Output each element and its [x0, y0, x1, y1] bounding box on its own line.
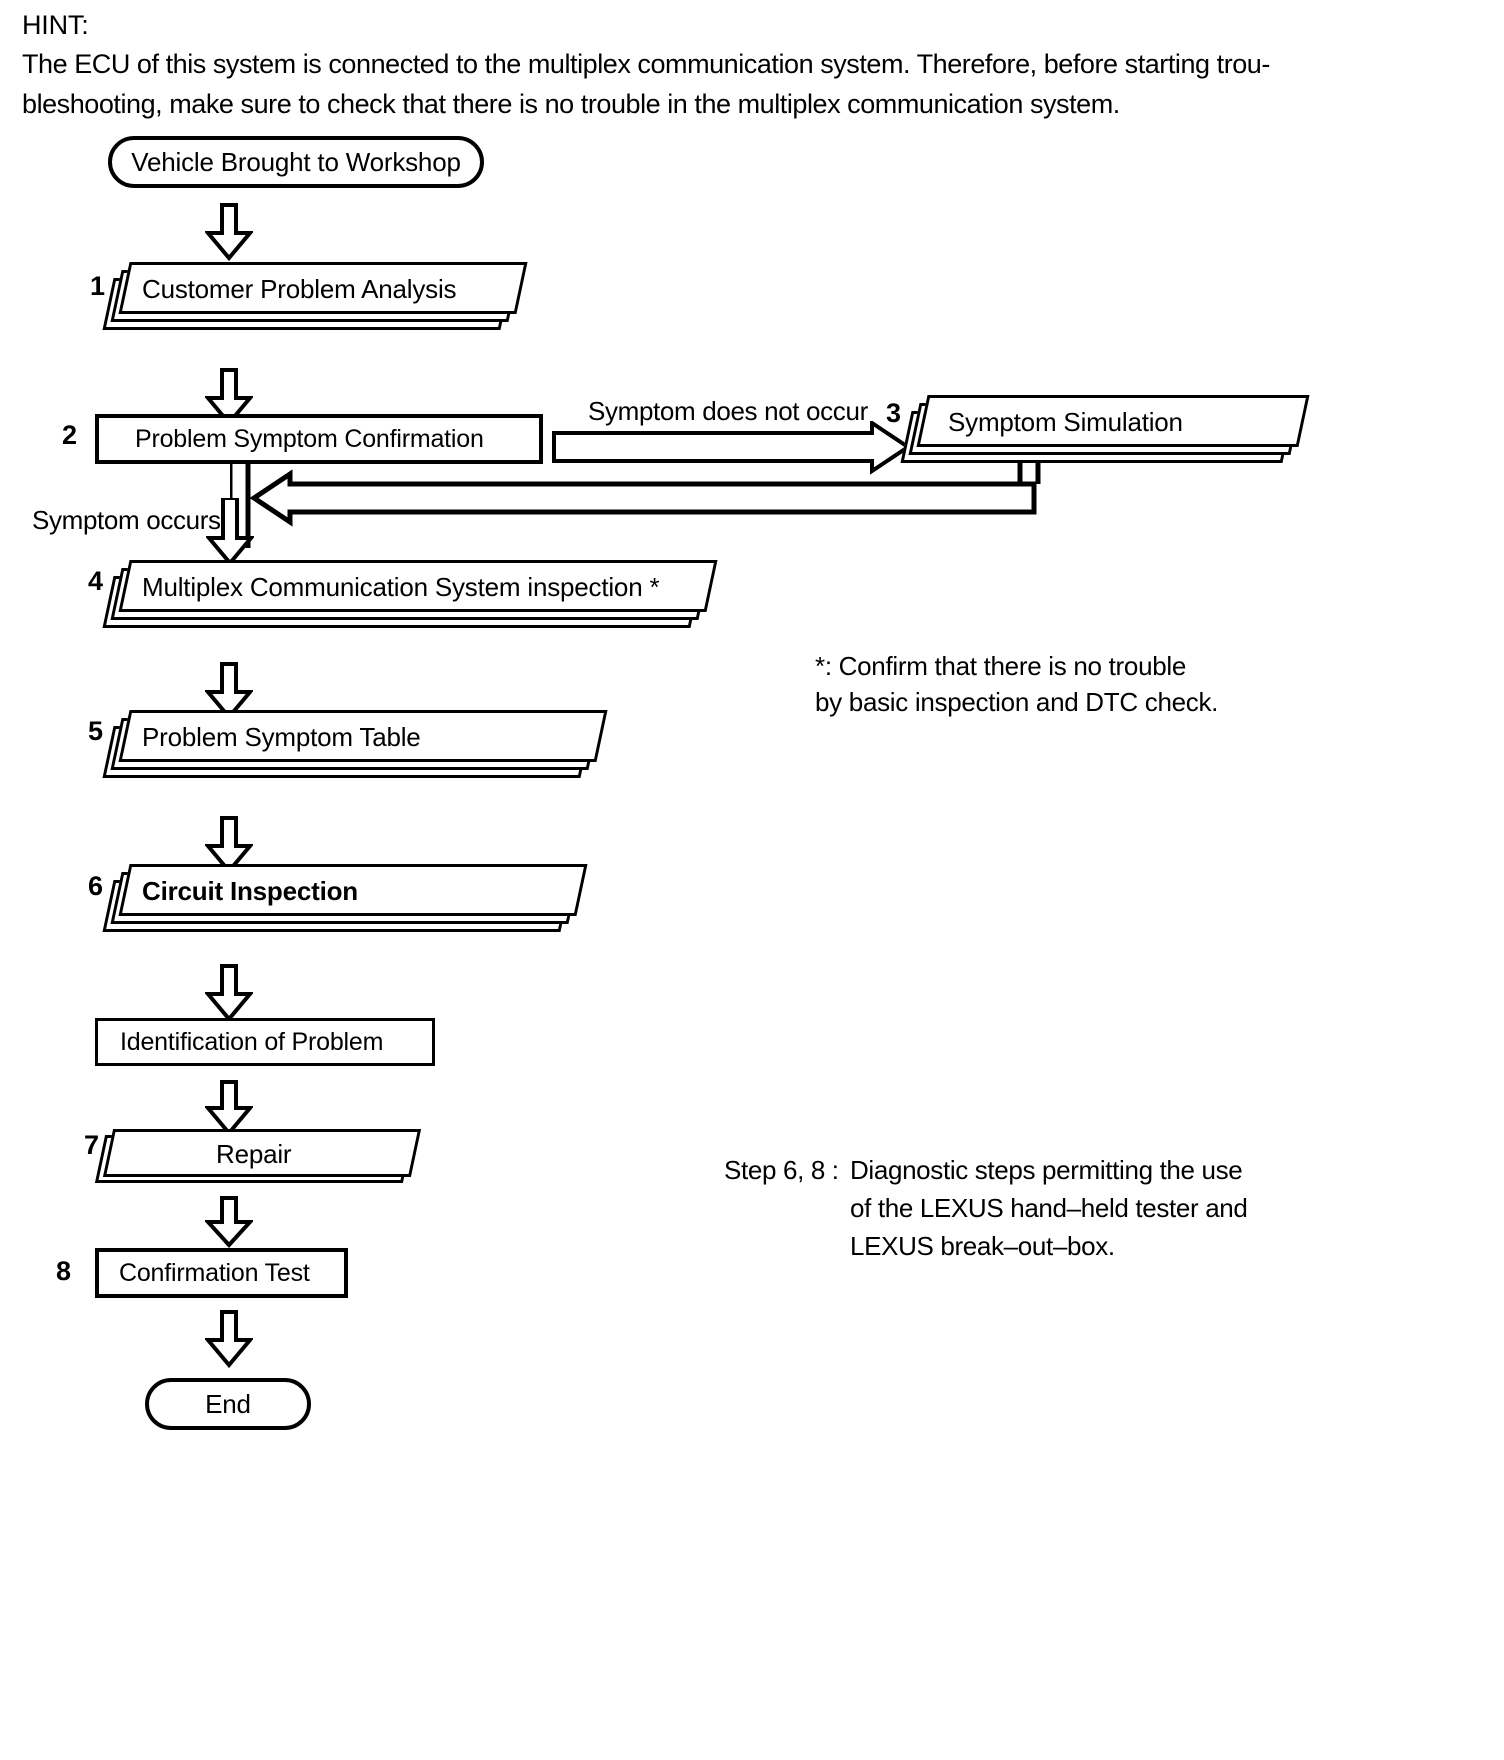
note-asterisk-line-2: by basic inspection and DTC check. [815, 687, 1219, 717]
flow-node-end[interactable]: End [145, 1378, 311, 1430]
flow-node-step6[interactable]: Circuit Inspection [100, 864, 588, 954]
flow-node-step4[interactable]: Multiplex Communication System inspectio… [100, 560, 718, 650]
flow-node-end-label: End [205, 1388, 251, 1419]
arrow-step2-to-step3 [552, 421, 912, 476]
arrow-step8-to-end [205, 1310, 253, 1368]
flow-node-step3[interactable]: Symptom Simulation [898, 395, 1310, 485]
flow-node-step7-label: Repair [216, 1139, 292, 1169]
note-step68-line-3: LEXUS break–out–box. [850, 1231, 1115, 1261]
flow-node-start-label: Vehicle Brought to Workshop [131, 146, 461, 177]
step-number-8: 8 [56, 1256, 71, 1286]
step-number-4: 4 [88, 566, 103, 596]
arrow-step5-to-step6 [205, 816, 253, 874]
flow-node-step5-label: Problem Symptom Table [142, 722, 421, 752]
hint-text-line-1: The ECU of this system is connected to t… [22, 49, 1270, 79]
hint-label: HINT: [22, 10, 89, 40]
arrow-step6-to-identification [205, 964, 253, 1022]
step-number-1: 1 [90, 271, 105, 301]
flow-node-step6-label: Circuit Inspection [142, 876, 358, 906]
flow-node-identification-of-problem[interactable]: Identification of Problem [95, 1018, 435, 1066]
flow-node-step1[interactable]: Customer Problem Analysis [100, 262, 528, 347]
step-number-5: 5 [88, 716, 103, 746]
step-number-2: 2 [62, 420, 77, 450]
hint-block: HINT: The ECU of this system is connecte… [22, 6, 1322, 124]
flow-node-step5[interactable]: Problem Symptom Table [100, 710, 608, 800]
edge-label-symptom-does-not-occur: Symptom does not occur [588, 396, 868, 426]
edge-label-symptom-occurs: Symptom occurs [32, 505, 221, 535]
flow-node-step1-label: Customer Problem Analysis [142, 274, 457, 304]
note-step68-line-2: of the LEXUS hand–held tester and [850, 1193, 1248, 1223]
step-number-3: 3 [886, 398, 901, 428]
arrow-step2-to-step4 [206, 498, 254, 566]
arrow-step7-to-step8 [205, 1196, 253, 1248]
arrow-step4-to-step5 [205, 662, 253, 720]
arrow-identification-to-step7 [205, 1080, 253, 1136]
flow-node-step8[interactable]: Confirmation Test [95, 1248, 348, 1298]
step-number-7: 7 [84, 1130, 99, 1160]
flow-node-start[interactable]: Vehicle Brought to Workshop [108, 136, 484, 188]
return-loop-step3-to-step2 [230, 462, 1060, 548]
arrow-step1-to-step2 [205, 368, 253, 426]
flow-node-step7[interactable]: Repair [94, 1129, 426, 1189]
flow-node-step3-label: Symptom Simulation [948, 407, 1183, 437]
hint-text-line-2: bleshooting, make sure to check that the… [22, 89, 1120, 119]
step-number-6: 6 [88, 871, 103, 901]
flow-node-step8-label: Confirmation Test [119, 1258, 310, 1287]
flow-node-identification-of-problem-label: Identification of Problem [120, 1027, 384, 1056]
note-step68-line-1: Diagnostic steps permitting the use [850, 1155, 1243, 1185]
flow-node-step2-label: Problem Symptom Confirmation [135, 424, 484, 453]
flow-node-step2[interactable]: Problem Symptom Confirmation [95, 414, 543, 464]
note-asterisk-line-1: *: Confirm that there is no trouble [815, 651, 1187, 681]
note-step68-head: Step 6, 8 : [724, 1155, 839, 1185]
arrow-start-to-step1 [205, 203, 253, 261]
flow-node-step4-label: Multiplex Communication System inspectio… [142, 572, 660, 602]
